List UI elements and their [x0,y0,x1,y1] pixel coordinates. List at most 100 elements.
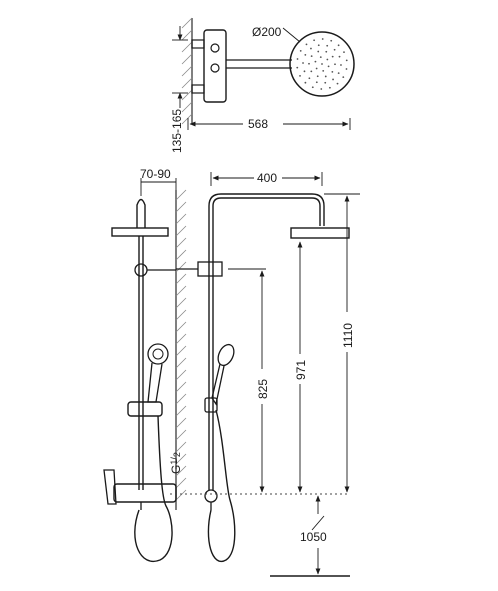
inlet-thread-label: G1/2 [169,452,183,474]
nozzle-dot [302,62,304,64]
nozzle-dot [317,44,320,47]
nozzle-dot [336,82,339,85]
wall-hatch-line [175,417,187,429]
nozzle-dot [304,53,307,56]
nozzle-dot [345,59,348,62]
nozzle-dot [296,66,299,69]
side-head-stem [136,198,146,228]
nozzle-dot [320,88,323,90]
total-height-label: 1110 [341,323,355,348]
side-hose [134,415,173,563]
wall-hatch-line [175,441,187,453]
wall-hatch-line [175,405,187,417]
nozzle-dot [308,77,311,80]
front-mixer-outlet [204,489,218,503]
side-hand-shower-head [147,343,169,365]
wall-hatch-line [175,465,187,477]
top-view: Ø200 135-165 568 [170,17,355,153]
front-slide-holder [204,397,218,413]
centers-range-label: 135-165 [170,109,184,153]
nozzle-dot [338,55,341,58]
nozzle-dot [310,55,313,58]
wall-hatch-line [175,489,187,501]
nozzle-dot [296,58,299,60]
wall-hatch-line [175,369,187,381]
top-shower-head [289,31,355,97]
top-connector-upper [191,39,205,49]
nozzle-dot [304,81,307,84]
wall-hatch-line [175,249,187,261]
arm-reach-label: 400 [257,171,277,185]
top-view-wall-hatch [181,17,193,125]
nozzle-dot [315,81,318,84]
nozzle-dot [299,74,301,77]
front-wall-bracket [197,261,223,277]
nozzle-dot [331,55,334,58]
nozzle-dot [332,78,334,81]
nozzle-dot [340,64,342,66]
nozzle-dot [316,75,319,78]
front-column-and-arm [212,197,321,490]
top-shower-head-nozzles [296,38,348,90]
wall-hatch-line [175,273,187,285]
wall-hatch-line [175,297,187,309]
wall-hatch-line [175,357,187,369]
head-diameter-label: Ø200 [252,25,282,39]
nozzle-dot [314,60,317,63]
wall-hatch-line [175,477,187,489]
wall-hatch-line [175,321,187,333]
top-mixer-knob-upper [210,43,220,53]
nozzle-dot [331,70,334,73]
wall-hatch-line [175,393,187,405]
nozzle-dot [310,47,312,50]
arm-length-label: 568 [248,117,268,131]
wall-offset-label: 70-90 [140,167,171,181]
side-wall-bracket [134,263,148,277]
nozzle-dot [322,69,325,72]
nozzle-dot [308,62,310,65]
slide-height-label: 825 [256,379,270,399]
install-height-break-mark [311,515,325,531]
nozzle-dot [327,65,330,68]
nozzle-dot [333,48,336,51]
front-view: 400 825 971 1110 [170,171,360,577]
wall-hatch-line [175,189,187,201]
top-mixer-body [203,29,227,103]
arm-height-label: 971 [294,360,308,380]
wall-hatch-line [175,225,187,237]
side-mixer-lever [103,469,117,505]
nozzle-dot [342,76,345,79]
nozzle-dot [311,86,314,89]
nozzle-dot [319,56,322,59]
side-hand-shower-handle [147,362,163,403]
nozzle-dot [310,70,313,73]
top-connector-lower [191,84,205,94]
wall-hatch-line [175,333,187,345]
nozzle-dot [313,39,316,42]
wall-hatch-line [175,285,187,297]
wall-hatch-line [175,453,187,465]
top-mixer-knob-lower [210,63,220,73]
side-mixer-body [113,483,177,503]
nozzle-dot [326,58,329,61]
nozzle-dot [326,44,329,47]
nozzle-dot [345,68,348,70]
front-shower-head [290,227,350,239]
nozzle-dot [321,63,323,65]
nozzle-dot [330,39,333,42]
wall-hatch-line [175,429,187,441]
install-height-label: 1050 [300,530,327,544]
side-shower-head [111,227,169,237]
side-view-wall-hatch [175,189,187,501]
front-hose [207,409,236,563]
wall-hatch-line [175,213,187,225]
wall-hatch-line [175,345,187,357]
nozzle-dot [315,67,318,70]
wall-hatch-line [175,237,187,249]
nozzle-dot [325,50,328,53]
nozzle-dot [305,43,308,46]
nozzle-dot [334,63,336,66]
nozzle-dot [337,44,340,47]
wall-hatch-line [175,261,187,273]
